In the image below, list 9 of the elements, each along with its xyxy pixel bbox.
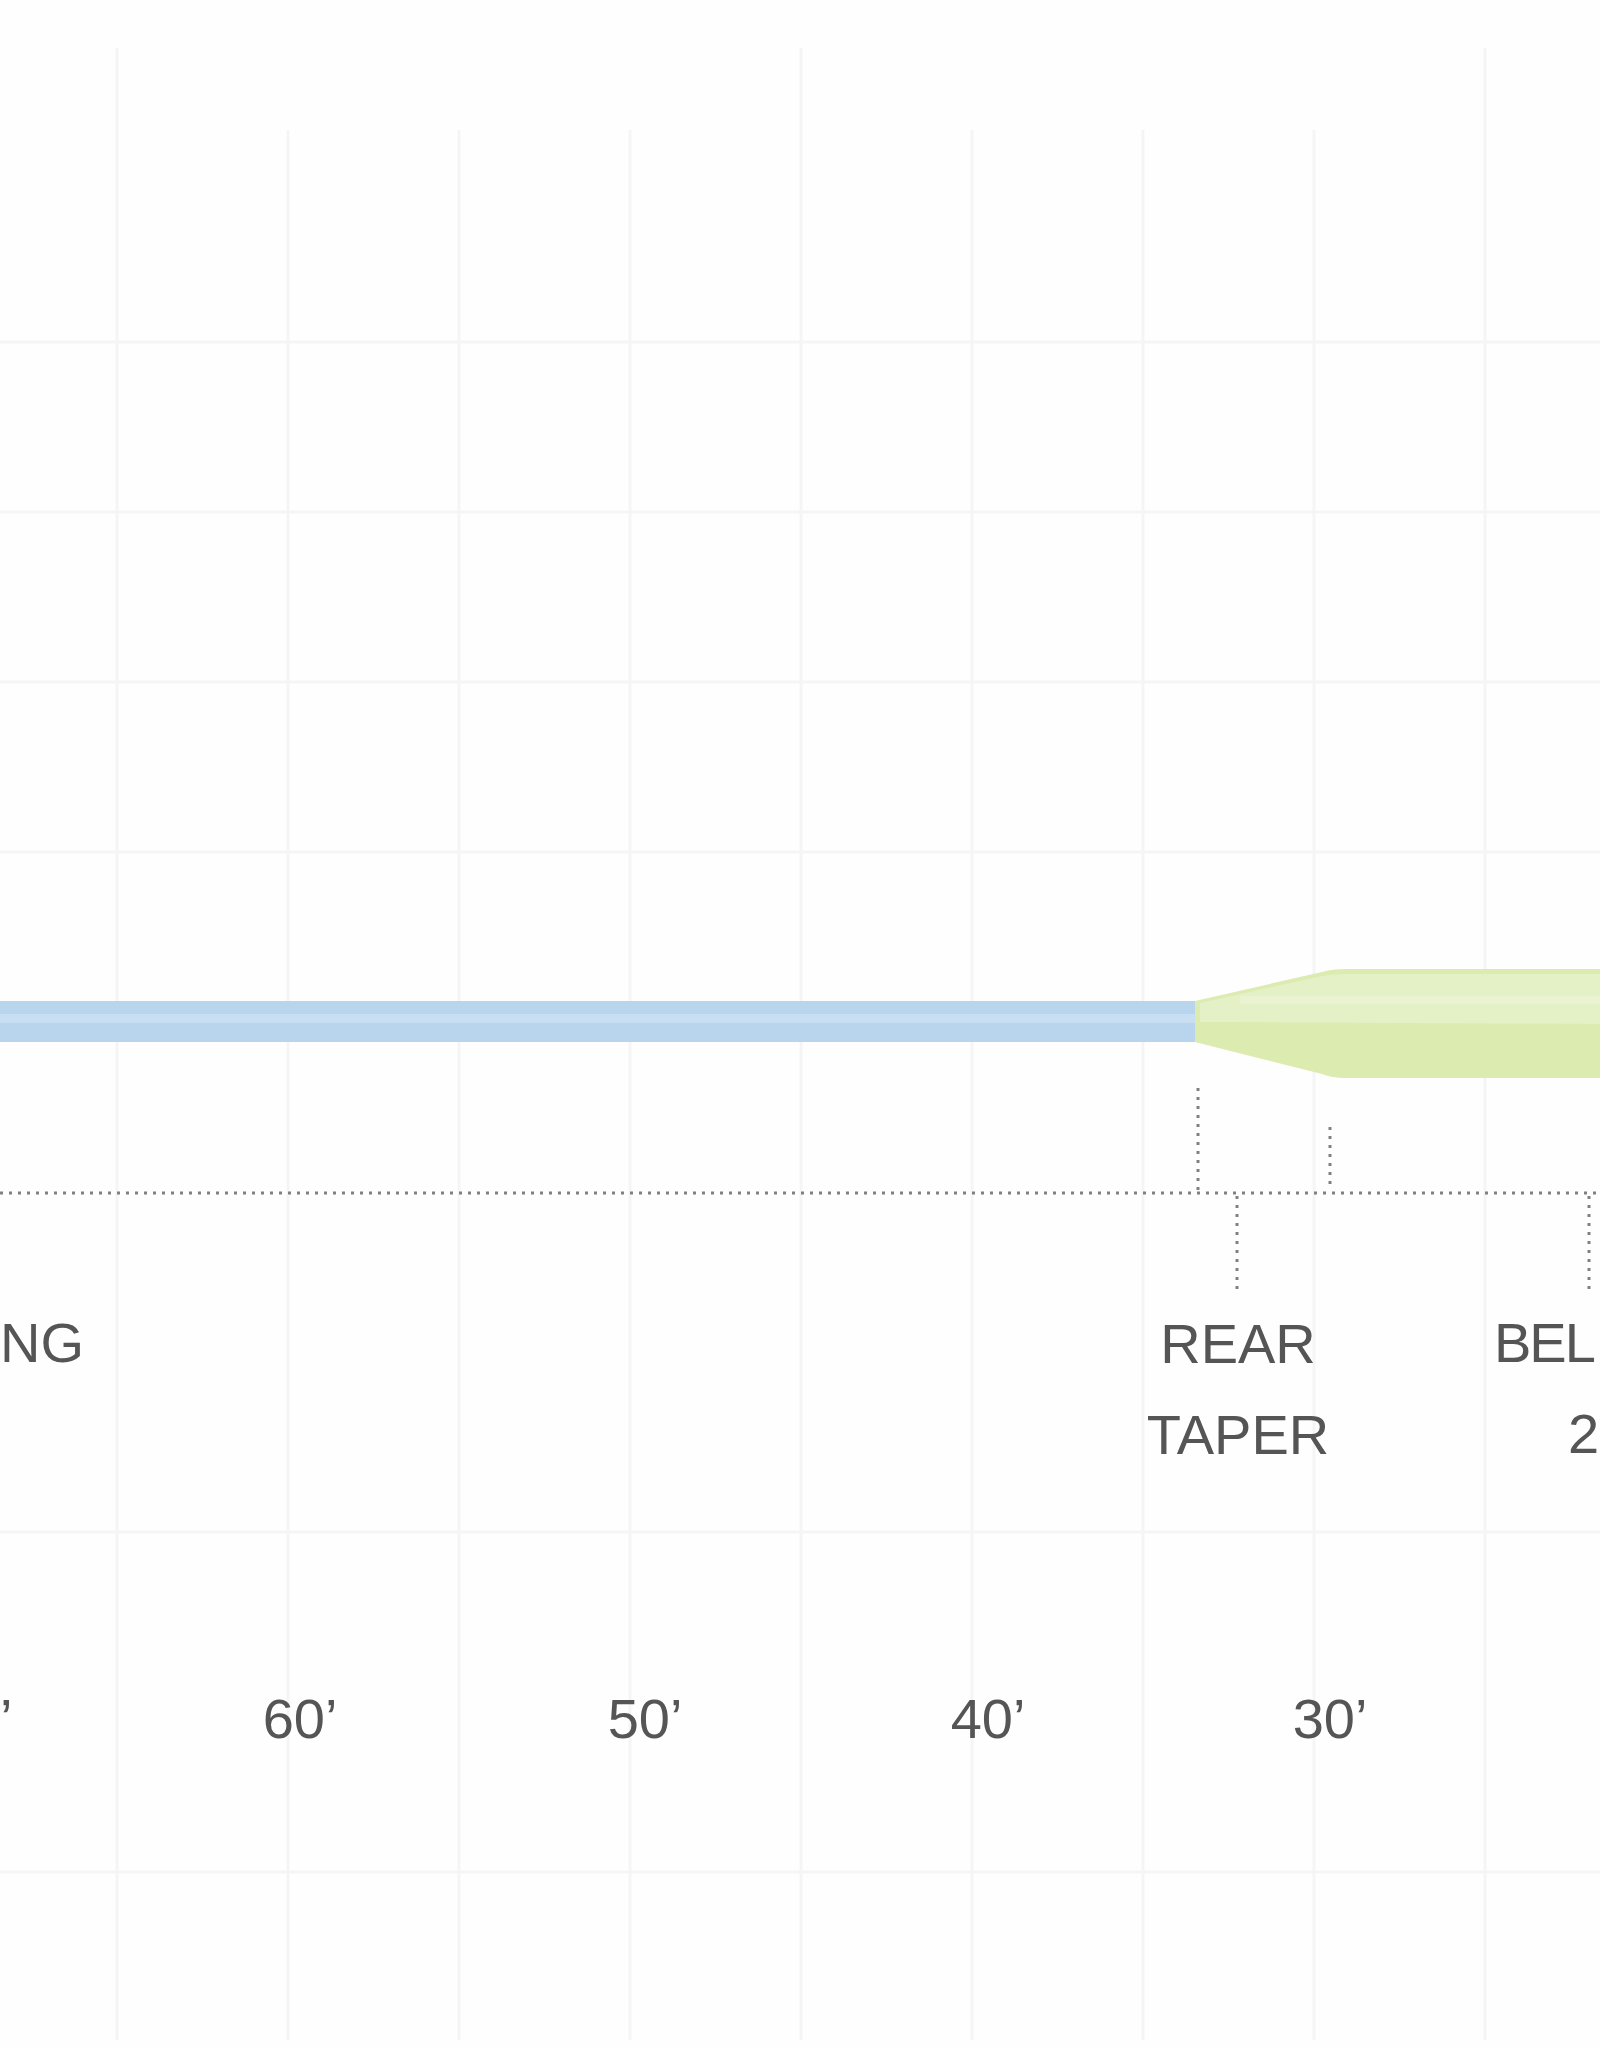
distance-tick-label: ’ — [0, 1691, 13, 1747]
distance-tick-label: 30’ — [1292, 1691, 1368, 1747]
distance-tick-label: 50’ — [607, 1691, 683, 1747]
section-label: REAR TAPER — [1145, 1311, 1331, 1468]
distance-tick-label: 40’ — [950, 1691, 1026, 1747]
distance-tick-label: 60’ — [262, 1691, 338, 1747]
section-label: BEL — [1494, 1315, 1594, 1371]
section-label: 2 — [1568, 1406, 1600, 1462]
section-label: NG — [0, 1315, 84, 1371]
